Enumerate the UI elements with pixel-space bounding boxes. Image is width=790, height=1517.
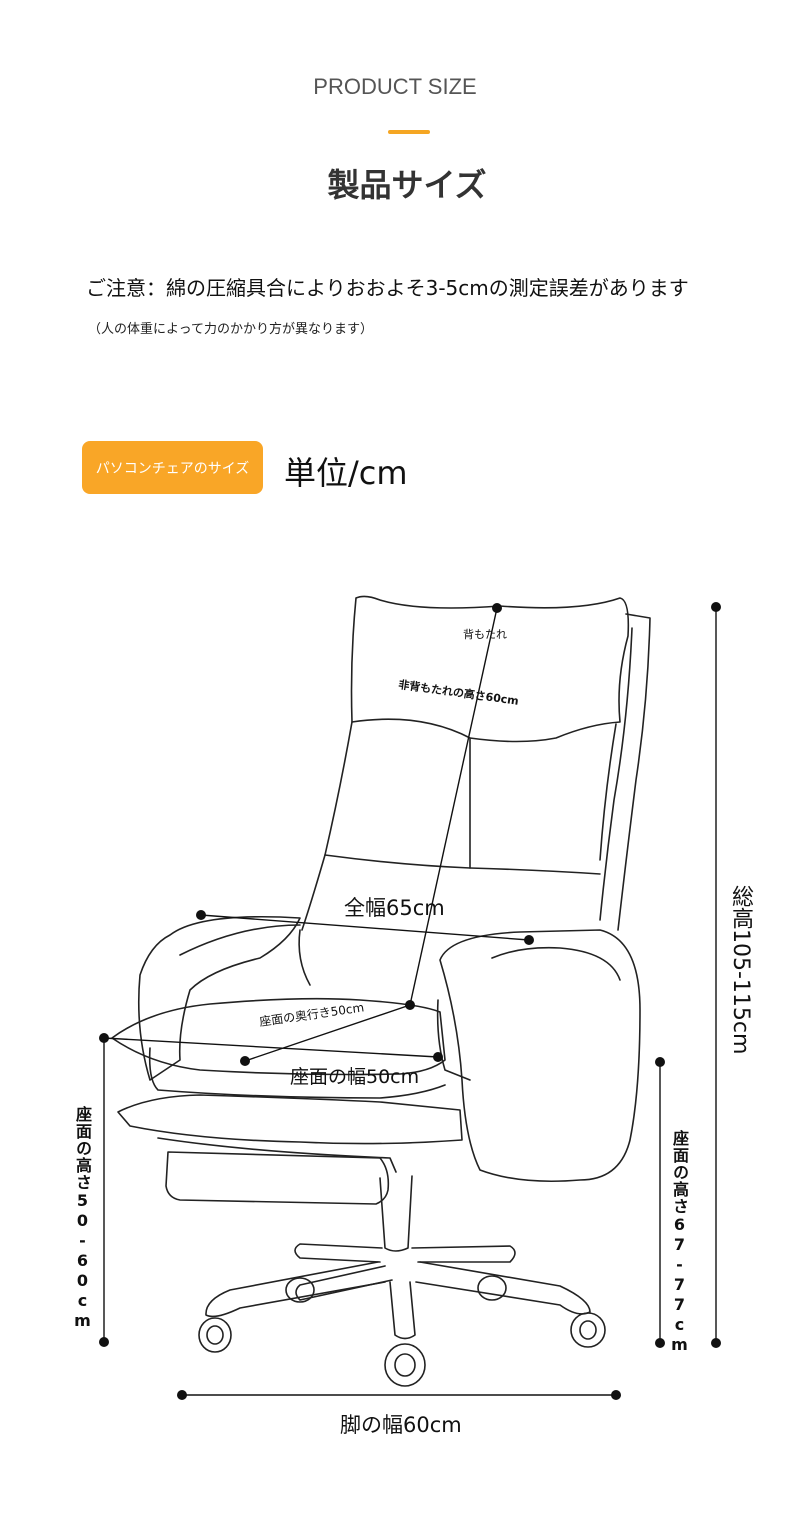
seat-width-label: 座面の幅50cm [290,1066,419,1088]
title-accent-bar [388,130,430,134]
chair-outline [111,595,651,1387]
measurement-subnotice: （人の体重によって力のかかり方が異なります） [88,322,373,337]
unit-label: 単位/cm [284,454,408,492]
dimension-endpoints [99,602,721,1400]
size-category-badge: パソコンチェアのサイズ [82,441,263,494]
section-title-en: PRODUCT SIZE [313,74,477,99]
total-height-label: 総高105-115cm [728,885,753,1055]
section-title-jp: 製品サイズ [327,166,487,204]
seat-depth-label: 座面の奥行き50cm [258,999,365,1029]
leg-width-label: 脚の幅60cm [340,1413,462,1437]
backrest-height-label: 非背もたれの高さ60cm [398,677,520,708]
seat-height-label: 座面の高さ50-60cm [73,1106,92,1331]
dimension-lines [103,607,717,1396]
measurement-notice: ご注意：綿の圧縮具合によりおおよそ3-5cmの測定誤差があります [86,276,689,300]
backrest-label: 背もたれ [463,627,507,641]
full-width-label: 全幅65cm [344,896,445,920]
armrest-height-label: 座面の高さ67-77cm [670,1130,689,1355]
